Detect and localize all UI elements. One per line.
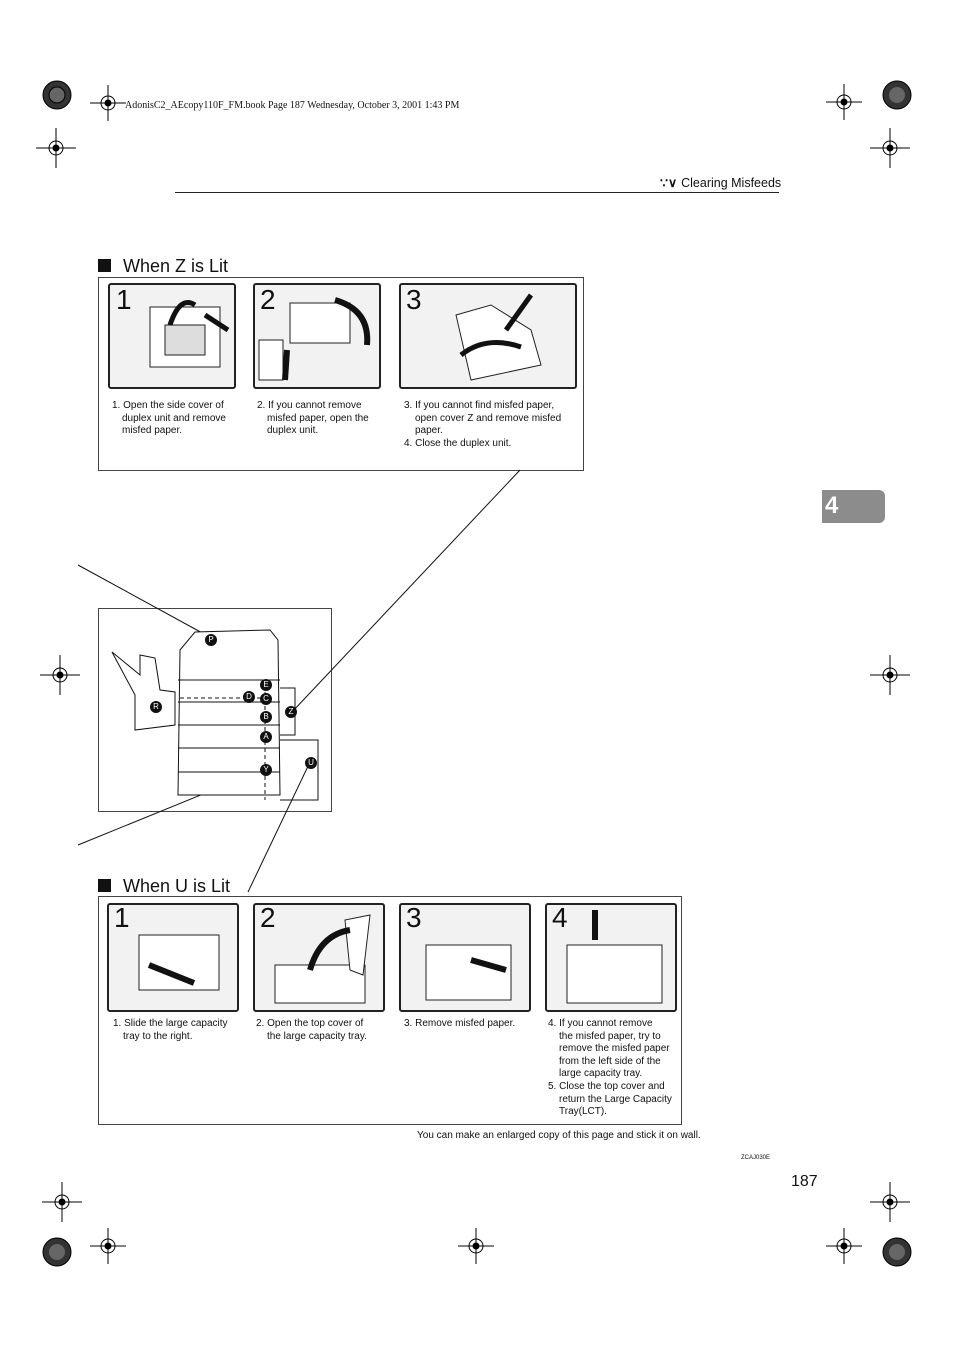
label-b: B bbox=[260, 711, 272, 723]
crosshair-icon bbox=[826, 1228, 862, 1264]
registration-mark-icon bbox=[42, 1237, 72, 1267]
misfeed-icon: ∵∨ bbox=[660, 176, 678, 190]
crosshair-icon bbox=[458, 1228, 494, 1264]
z-step-2-illustration bbox=[253, 283, 381, 389]
crosshair-icon bbox=[42, 1182, 82, 1222]
crosshair-icon bbox=[40, 655, 80, 695]
label-e: E bbox=[260, 679, 272, 691]
page-number: 187 bbox=[791, 1173, 818, 1190]
file-header: AdonisC2_AEcopy110F_FM.book Page 187 Wed… bbox=[125, 100, 460, 111]
section-u-title: When U is Lit bbox=[98, 876, 230, 897]
u-step-3-illustration bbox=[399, 903, 531, 1012]
bullet-square-icon bbox=[98, 259, 111, 272]
u-step-1-number: 1 bbox=[114, 902, 130, 933]
crosshair-icon bbox=[870, 128, 910, 168]
u-step-1-text: 1. Slide the large capacity tray to the … bbox=[113, 1018, 228, 1042]
label-r: R bbox=[150, 701, 162, 713]
crosshair-icon bbox=[826, 84, 862, 120]
u-step-4-illustration bbox=[545, 903, 677, 1012]
enlarge-note: You can make an enlarged copy of this pa… bbox=[417, 1130, 701, 1141]
bullet-square-icon bbox=[98, 879, 111, 892]
chapter-tab: 4 bbox=[822, 490, 885, 523]
z-step-2-number: 2 bbox=[260, 284, 276, 315]
z-step-1-illustration bbox=[108, 283, 236, 389]
registration-mark-icon bbox=[882, 1237, 912, 1267]
registration-mark-icon bbox=[882, 80, 912, 110]
label-c: C bbox=[260, 693, 272, 705]
u-step-3-text: 3. Remove misfed paper. bbox=[404, 1018, 516, 1029]
u-step-2-illustration bbox=[253, 903, 385, 1012]
label-z: Z bbox=[285, 706, 297, 718]
machine-overview-diagram bbox=[77, 469, 521, 893]
label-u: U bbox=[305, 757, 317, 769]
crosshair-icon bbox=[870, 655, 910, 695]
section-z-title: When Z is Lit bbox=[98, 256, 228, 277]
u-step-2-number: 2 bbox=[260, 902, 276, 933]
u-step-4-number: 4 bbox=[552, 902, 568, 933]
label-y: Y bbox=[260, 764, 272, 776]
u-step-1-illustration bbox=[107, 903, 239, 1012]
crosshair-icon bbox=[36, 128, 76, 168]
crosshair-icon bbox=[870, 1182, 910, 1222]
crosshair-icon bbox=[90, 1228, 126, 1264]
figure-code: ZCAJ030E bbox=[741, 1155, 771, 1161]
u-step-4-text: 4. If you cannot remove the misfed paper… bbox=[548, 1018, 672, 1118]
z-step-3-illustration bbox=[399, 283, 577, 389]
section-header: ∵∨Clearing Misfeeds bbox=[660, 176, 782, 190]
u-step-3-number: 3 bbox=[406, 902, 422, 933]
registration-mark-icon bbox=[42, 80, 72, 110]
z-step-3-number: 3 bbox=[406, 284, 422, 315]
u-step-2-text: 2. Open the top cover of the large capac… bbox=[256, 1018, 367, 1042]
label-p: P bbox=[205, 634, 217, 646]
label-d: D bbox=[243, 691, 255, 703]
z-step-2-text: 2. If you cannot remove misfed paper, op… bbox=[257, 400, 369, 437]
z-step-1-text: 1. Open the side cover of duplex unit an… bbox=[112, 400, 226, 437]
label-a: A bbox=[260, 731, 272, 743]
crosshair-icon bbox=[90, 85, 126, 121]
z-step-1-number: 1 bbox=[116, 284, 132, 315]
z-step-3-text: 3. If you cannot find misfed paper, open… bbox=[404, 400, 562, 449]
header-rule bbox=[175, 192, 779, 193]
